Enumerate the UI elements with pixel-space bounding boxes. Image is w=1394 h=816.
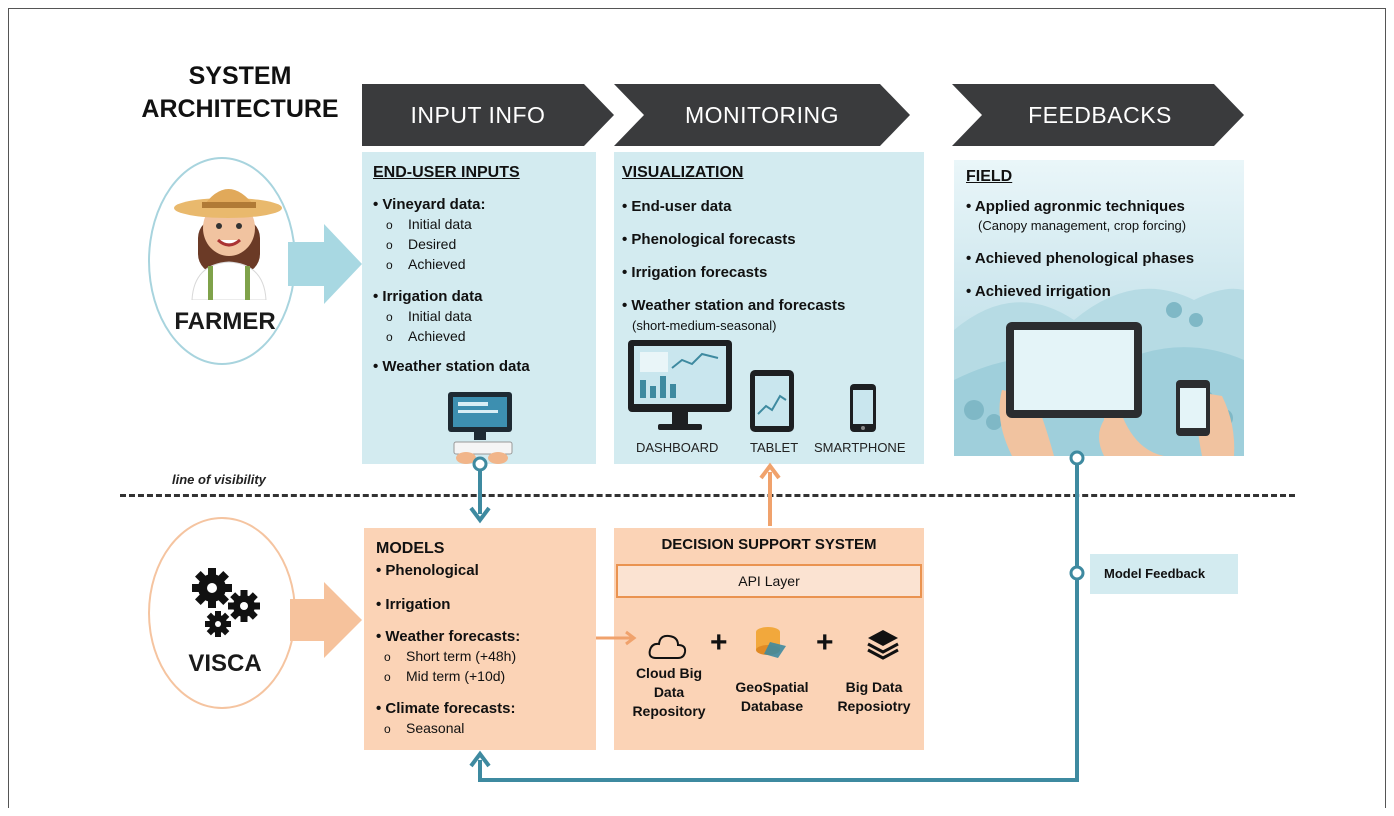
model-item: • Climate forecasts: bbox=[376, 700, 516, 717]
input-heading: END-USER INPUTS bbox=[373, 164, 520, 181]
cloud-repository-line: Repository bbox=[632, 703, 706, 719]
farmer-label: FARMER bbox=[174, 308, 276, 335]
models-panel: MODELS • Phenological • Irrigation • Wea… bbox=[364, 528, 596, 750]
monitoring-item: • Irrigation forecasts bbox=[622, 264, 768, 281]
end-user-inputs-panel: END-USER INPUTS • Vineyard data: Initial… bbox=[362, 152, 596, 464]
field-heading: FIELD bbox=[966, 168, 1013, 185]
line-of-visibility bbox=[120, 494, 1295, 497]
geospatial-database-line: Database bbox=[740, 698, 804, 714]
big-data-repository-line: Reposiotry bbox=[837, 698, 911, 714]
dashboard-label: DASHBOARD bbox=[636, 440, 719, 455]
tablet-label: TABLET bbox=[750, 440, 799, 455]
models-heading: MODELS bbox=[376, 540, 445, 557]
weather-forecast-subitem: Mid term (+10d) bbox=[384, 668, 505, 684]
cloud-repository-line: Data bbox=[653, 684, 685, 700]
plus-sign: + bbox=[816, 626, 834, 659]
visualization-heading: VISUALIZATION bbox=[622, 164, 744, 181]
big-data-repository-label: Big Data Reposiotry bbox=[826, 678, 922, 716]
model-item: • Weather forecasts: bbox=[376, 628, 521, 645]
data-layers-icon bbox=[867, 630, 899, 660]
feedback-loop-arrowhead bbox=[469, 750, 491, 768]
vineyard-data-item: • Vineyard data: bbox=[373, 196, 486, 213]
cloud-repository-line: Cloud Big bbox=[635, 665, 703, 681]
models-to-dss-arrowhead bbox=[625, 630, 637, 646]
irrigation-data-item: • Irrigation data bbox=[373, 288, 483, 305]
input-connector-node bbox=[472, 456, 488, 472]
vineyard-subitem: Initial data bbox=[386, 216, 472, 232]
feedback-loop-line bbox=[478, 462, 1079, 782]
computer-input-icon bbox=[448, 392, 513, 464]
feedback-item: • Achieved phenological phases bbox=[966, 250, 1195, 267]
phase-label-input: INPUT INFO bbox=[410, 102, 546, 128]
plus-sign: + bbox=[710, 626, 728, 659]
monitoring-item: • Weather station and forecasts bbox=[622, 297, 846, 314]
vineyard-subitem: Desired bbox=[386, 236, 456, 252]
visca-to-models-arrow bbox=[290, 582, 362, 658]
visca-circle bbox=[148, 517, 296, 709]
phase-label-feedbacks: FEEDBACKS bbox=[1028, 102, 1172, 128]
climate-forecast-subitem: Seasonal bbox=[384, 720, 464, 736]
big-data-repository-line: Big Data bbox=[845, 679, 903, 695]
phase-chevron-feedbacks: FEEDBACKS bbox=[952, 84, 1244, 146]
weather-forecast-subitem: Short term (+48h) bbox=[384, 648, 516, 664]
dashboard-icon bbox=[628, 340, 732, 430]
feedback-item: • Achieved irrigation bbox=[966, 283, 1111, 300]
phase-chevron-monitoring: MONITORING bbox=[614, 84, 910, 146]
dss-to-monitoring-arrowhead bbox=[759, 462, 781, 480]
feedback-item-note: (Canopy management, crop forcing) bbox=[978, 218, 1187, 233]
database-icon bbox=[756, 627, 786, 658]
decision-support-system-panel: DECISION SUPPORT SYSTEM API Layer + + Cl… bbox=[614, 528, 924, 750]
field-panel: FIELD • Applied agronmic techniques (Can… bbox=[954, 160, 1244, 456]
api-layer: API Layer bbox=[616, 564, 922, 598]
diagram-title: SYSTEM ARCHITECTURE bbox=[141, 62, 339, 123]
smartphone-icon bbox=[850, 384, 876, 432]
frame-border bbox=[8, 8, 1386, 808]
farmer-to-input-arrow bbox=[288, 224, 362, 304]
field-connector-node bbox=[1069, 450, 1085, 466]
monitoring-item: • End-user data bbox=[622, 198, 732, 215]
model-feedback-box: Model Feedback bbox=[1090, 554, 1238, 594]
farmer-icon bbox=[174, 189, 282, 300]
irrigation-subitem: Initial data bbox=[386, 308, 472, 324]
field-landscape-illustration bbox=[954, 288, 1244, 456]
model-item: • Irrigation bbox=[376, 596, 451, 613]
model-feedback-node bbox=[1069, 565, 1085, 581]
cloud-repository-label: Cloud Big Data Repository bbox=[616, 664, 722, 721]
geospatial-database-line: GeoSpatial bbox=[735, 679, 809, 695]
input-to-models-arrowhead bbox=[469, 506, 491, 524]
dss-heading: DECISION SUPPORT SYSTEM bbox=[661, 536, 877, 553]
visca-label: VISCA bbox=[188, 650, 262, 677]
smartphone-label: SMARTPHONE bbox=[814, 440, 906, 455]
cloud-icon bbox=[648, 634, 687, 659]
line-of-visibility-label: line of visibility bbox=[172, 472, 266, 487]
gears-icon bbox=[192, 568, 260, 637]
weather-station-item: • Weather station data bbox=[373, 358, 530, 375]
feedback-item: • Applied agronmic techniques bbox=[966, 198, 1185, 215]
irrigation-subitem: Achieved bbox=[386, 328, 466, 344]
model-item: • Phenological bbox=[376, 562, 479, 579]
geospatial-database-label: GeoSpatial Database bbox=[720, 678, 824, 716]
phase-label-monitoring: MONITORING bbox=[684, 102, 840, 128]
monitoring-item: • Phenological forecasts bbox=[622, 231, 796, 248]
phase-chevron-input: INPUT INFO bbox=[362, 84, 614, 146]
visualization-panel: VISUALIZATION • End-user data • Phenolog… bbox=[614, 152, 924, 464]
vineyard-subitem: Achieved bbox=[386, 256, 466, 272]
forecast-range-note: (short-medium-seasonal) bbox=[632, 318, 777, 333]
tablet-icon bbox=[750, 370, 794, 432]
